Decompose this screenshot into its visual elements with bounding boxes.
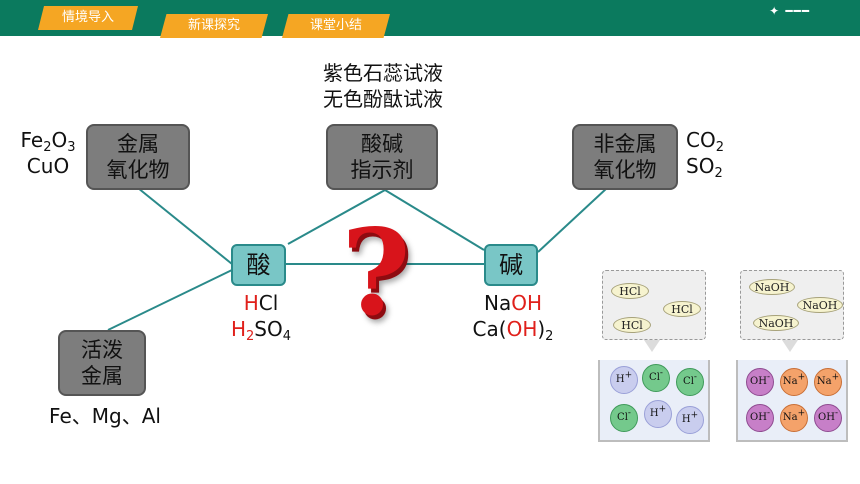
active-metal-line1: 活泼 xyxy=(81,338,123,362)
hcl-beaker: HCl HCl HCl H+ Cl- Cl- Cl- H+ H+ xyxy=(598,270,710,442)
metal-oxide-examples: Fe2O3 CuO xyxy=(16,127,80,179)
indicator-phenolphthalein: 无色酚酞试液 xyxy=(323,87,443,111)
nonmetal-oxide-line1: 非金属 xyxy=(593,132,657,156)
naoh-formula-unit: NaOH xyxy=(753,315,799,331)
ion-na: Na+ xyxy=(780,368,808,396)
dissolve-arrow-icon xyxy=(644,340,660,352)
question-mark: ? xyxy=(341,203,411,342)
acid-examples: HCl H2SO4 xyxy=(216,290,306,344)
indicator-litmus: 紫色石蕊试液 xyxy=(323,61,443,85)
ion-oh: OH- xyxy=(814,404,842,432)
naoh-formula-unit: NaOH xyxy=(749,279,795,295)
naoh-solution: OH- Na+ Na+ OH- Na+ OH- xyxy=(736,360,848,442)
metal-oxide-line2: 氧化物 xyxy=(106,158,170,182)
base-examples: NaOH Ca(OH)2 xyxy=(458,290,568,344)
formula-co2: CO2 xyxy=(686,128,724,155)
acid-box: 酸 xyxy=(231,244,286,286)
ion-cl: Cl- xyxy=(642,364,670,392)
active-metal-box: 活泼 金属 xyxy=(58,330,146,396)
indicator-box: 酸碱 指示剂 xyxy=(326,124,438,190)
brand-logo: ✦ ━━━ xyxy=(769,4,810,18)
ion-na: Na+ xyxy=(814,368,842,396)
metal-oxide-box: 金属 氧化物 xyxy=(86,124,190,190)
ion-oh: OH- xyxy=(746,404,774,432)
metal-oxide-line1: 金属 xyxy=(117,132,159,156)
base-box: 碱 xyxy=(484,244,538,286)
header-bar xyxy=(0,0,860,36)
tab-explore[interactable]: 新课探究 xyxy=(160,14,268,38)
nonmetal-oxide-line2: 氧化物 xyxy=(593,158,657,182)
tab-summary[interactable]: 课堂小结 xyxy=(282,14,390,38)
hcl-molecule: HCl xyxy=(663,301,701,317)
hcl-gas-region: HCl HCl HCl xyxy=(602,270,706,340)
ion-cl: Cl- xyxy=(676,368,704,396)
naoh-beaker: NaOH NaOH NaOH OH- Na+ Na+ OH- Na+ OH- xyxy=(736,270,848,442)
hcl-molecule: HCl xyxy=(613,317,651,333)
indicator-names: 紫色石蕊试液 无色酚酞试液 xyxy=(308,60,458,112)
ion-h: H+ xyxy=(676,406,704,434)
line-indicator-acid xyxy=(287,189,386,245)
formula-fe2o3: Fe2O3 xyxy=(20,128,76,155)
naoh-formula-unit: NaOH xyxy=(797,297,843,313)
dissolve-arrow-icon xyxy=(782,340,798,352)
active-metal-line2: 金属 xyxy=(81,364,123,388)
formula-hcl: HCl xyxy=(243,291,279,315)
ion-oh: OH- xyxy=(746,368,774,396)
formula-cuo: CuO xyxy=(26,154,70,178)
naoh-solid-region: NaOH NaOH NaOH xyxy=(740,270,844,340)
formula-so2: SO2 xyxy=(686,154,723,181)
line-indicator-base xyxy=(384,189,485,251)
ion-h: H+ xyxy=(644,400,672,428)
ion-na: Na+ xyxy=(780,404,808,432)
ion-h: H+ xyxy=(610,366,638,394)
hcl-molecule: HCl xyxy=(611,283,649,299)
indicator-box-line1: 酸碱 xyxy=(361,132,403,156)
indicator-box-line2: 指示剂 xyxy=(350,158,414,182)
formula-naoh: NaOH xyxy=(484,291,542,315)
ion-cl: Cl- xyxy=(610,404,638,432)
nonmetal-oxide-box: 非金属 氧化物 xyxy=(572,124,678,190)
line-metal-oxide-acid xyxy=(137,187,233,265)
line-nonmetal-oxide-base xyxy=(537,187,608,253)
tab-intro[interactable]: 情境导入 xyxy=(38,6,138,30)
formula-h2so4: H2SO4 xyxy=(230,317,292,344)
line-active-metal-acid xyxy=(107,269,233,331)
hcl-solution: H+ Cl- Cl- Cl- H+ H+ xyxy=(598,360,710,442)
active-metal-examples: Fe、Mg、Al xyxy=(49,404,161,428)
nonmetal-oxide-examples: CO2 SO2 xyxy=(686,127,742,181)
formula-caoh2: Ca(OH)2 xyxy=(472,317,554,344)
